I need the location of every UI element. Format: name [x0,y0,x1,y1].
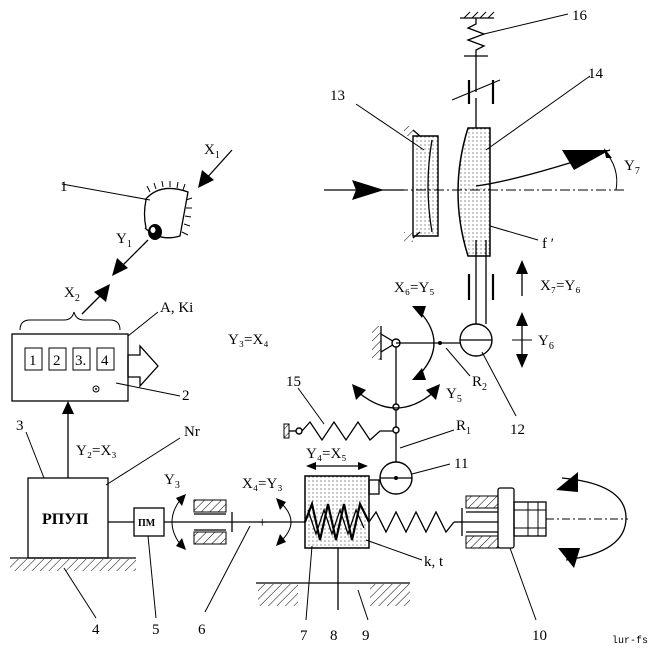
label-11: 11 [454,456,468,472]
label-y3: Y3 [164,472,180,491]
label-y5: Y5 [446,386,462,405]
label-7: 7 [300,628,308,644]
label-6: 6 [198,622,206,638]
display-digits: 1 2 3. 4 [24,347,115,371]
lever-pivot [372,326,401,360]
x4-rotation-arrow [281,503,292,541]
pm-label: ПМ [138,518,156,529]
torsion-spring-inner [303,500,370,541]
label-y2x3: Y₂=X₃ [76,443,117,459]
leader-a-ki [127,311,159,337]
leader-6 [204,525,251,613]
rod-guide-lower [467,274,495,300]
label-y1: Y1 [116,231,132,250]
rpup-label: РПУП [42,511,89,528]
leader-16 [483,13,569,35]
label-y6: Y6 [538,333,554,352]
y1-arrowhead [112,258,128,276]
label-kt: k, t [424,554,444,570]
ground-hatch-9-left [258,584,298,606]
label-5: 5 [152,622,160,638]
motor-rotation-arrow [561,477,627,561]
label-8: 8 [330,628,338,644]
leader-r2 [445,347,471,377]
label-14: 14 [588,66,604,82]
label-2: 2 [182,388,190,404]
label-y7: Y7 [624,158,640,177]
x1-arrowhead [198,170,214,188]
leader-10 [509,547,537,621]
svg-text:2: 2 [53,353,61,369]
svg-text:1: 1 [29,353,37,369]
leader-4 [63,567,97,619]
label-x7y6: X₇=Y₆ [540,278,581,294]
author-signature: lur-fs [612,635,648,647]
leader-14 [485,75,591,151]
x6-rotation-arrow [419,311,435,375]
leader-15 [297,387,325,425]
ground-hatch-4 [10,559,136,571]
leader-nr [105,437,181,486]
label-12: 12 [510,422,525,438]
display-brace [19,311,121,331]
eye-icon [143,180,193,240]
leader-1 [61,183,151,201]
svg-text:4: 4 [101,353,109,369]
leader-r1 [399,429,455,449]
y2-arrowhead [62,401,74,414]
motor-bearing [461,495,499,549]
label-r1: R1 [456,418,471,437]
label-x2: X2 [64,285,80,304]
svg-text:3.: 3. [75,353,86,369]
label-9: 9 [362,628,370,644]
label-a-ki: A, Ki [160,300,193,316]
top-spring-16 [460,11,495,57]
return-spring-15 [283,420,393,442]
label-1: 1 [60,179,68,195]
leader-kt [365,539,423,561]
leader-f [489,225,539,241]
label-16: 16 [572,8,588,24]
y5-rotation-arrow [357,391,435,409]
coil-spring-right [368,510,455,534]
label-x1: X1 [204,142,220,161]
label-f-prime: f ′ [542,236,554,252]
leader-2 [115,382,181,397]
y1-arrow [119,239,149,269]
display-indicator [92,385,100,393]
leader-11 [411,463,451,475]
shaft-bearing-6 [193,499,233,545]
drive-motor [497,487,628,549]
movable-lens-14 [457,127,491,257]
label-x4y3: X₄=Y₃ [242,476,283,492]
label-10: 10 [532,628,547,644]
display-output-arrow [127,344,159,388]
label-r2: R2 [472,374,487,393]
leader-5 [147,535,157,619]
label-13: 13 [330,88,345,104]
torsion-spring-inner-2 [307,507,365,537]
ground-hatch-9-right [370,584,410,606]
label-15: 15 [286,374,301,390]
fixed-lens-13 [404,126,439,242]
label-nr: Nr [184,424,200,440]
y3-rotation-arrow [171,499,181,545]
x2-arrowhead [94,284,110,302]
svg-text:+: + [258,515,266,531]
x1-arrow [204,149,233,181]
leader-3 [25,431,45,479]
leader-9 [357,589,369,621]
housing-clamp [368,479,380,495]
label-x6y5: X₆=Y₅ [394,280,435,296]
label-3: 3 [16,418,24,434]
label-4: 4 [92,622,100,638]
rod-guide-upper [451,79,501,104]
label-y4x5: Y₄=X₅ [306,446,347,462]
leader-13 [355,103,425,151]
leader-12 [481,351,517,417]
label-y3x4: Y₃=X₄ [228,332,269,348]
